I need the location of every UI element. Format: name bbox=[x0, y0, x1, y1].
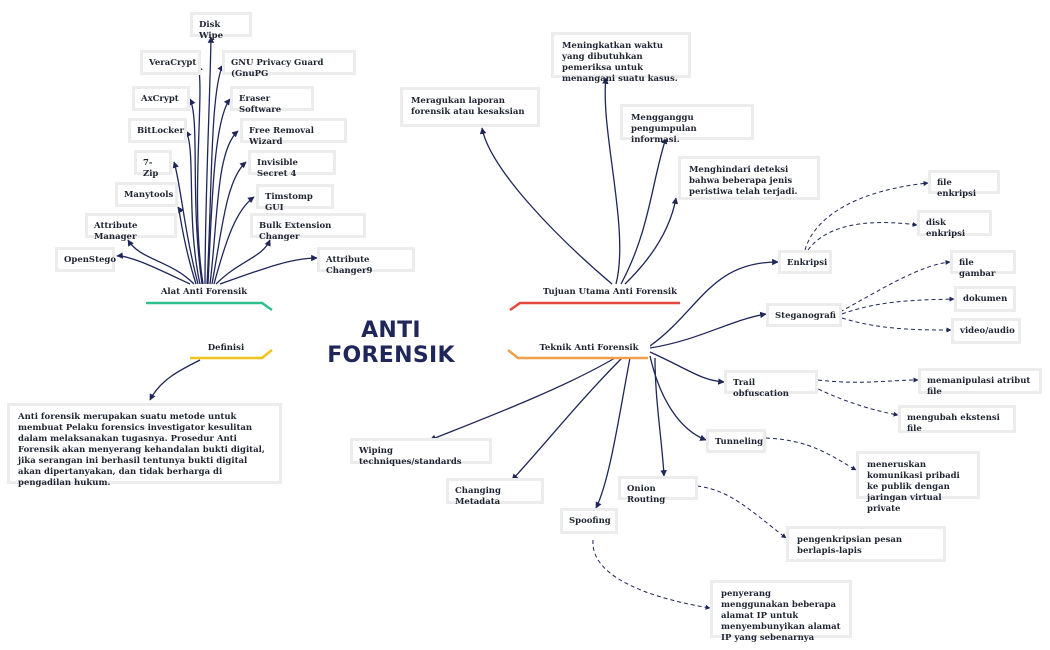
edge-tools-bulk-extension bbox=[215, 239, 271, 285]
goal-node: Meningkatkan waktu yang dibutuhkan pemer… bbox=[551, 32, 691, 84]
edge-onion-detail bbox=[696, 485, 787, 539]
tool-node: Eraser Software bbox=[230, 86, 314, 115]
branch-techniques-label: Teknik Anti Forensik bbox=[539, 343, 639, 353]
edge-tools-openstego bbox=[116, 252, 191, 285]
edge-goals-meragukan bbox=[479, 127, 613, 285]
edge-tools-manytools bbox=[177, 206, 197, 285]
edge-spoofing-detail bbox=[592, 539, 711, 610]
tool-node: 7-Zip bbox=[134, 150, 172, 179]
edge-tools-eraser bbox=[207, 98, 231, 285]
goal-node: Menghindari deteksi bahwa beberapa jenis… bbox=[678, 156, 820, 200]
detail-node: memanipulasi atribut file bbox=[918, 368, 1042, 397]
detail-node: video/audio bbox=[951, 318, 1021, 344]
technique-node-tunneling: Tunneling bbox=[706, 429, 766, 453]
technique-node-metadata: Changing Metadata bbox=[446, 478, 544, 507]
edge-tools-timstomp bbox=[213, 196, 255, 285]
techniques-underline bbox=[507, 349, 648, 360]
tool-node: OpenStego bbox=[55, 247, 116, 272]
edge-stego-gambar bbox=[839, 259, 951, 313]
edge-trail-ekstensi bbox=[811, 385, 899, 417]
edge-definisi-text bbox=[149, 359, 201, 401]
edge-teknik-steganografi bbox=[649, 311, 767, 349]
technique-node-onion: Onion Routing bbox=[618, 476, 698, 505]
tool-node: Timstomp GUI bbox=[256, 184, 334, 213]
goal-node: Meragukan laporan forensik atau kesaksia… bbox=[400, 87, 540, 127]
technique-node-enkripsi: Enkripsi bbox=[778, 250, 832, 274]
edge-teknik-spoofing bbox=[595, 357, 631, 509]
edge-tools-attribute-manager bbox=[127, 239, 195, 285]
detail-node: meneruskan komunikasi pribadi ke publik … bbox=[856, 451, 980, 514]
detail-node: pengenkripsian pesan berlapis-lapis bbox=[786, 526, 946, 562]
tool-node: VeraCrypt bbox=[140, 50, 201, 75]
detail-node: file gambar bbox=[950, 250, 1016, 279]
edge-tools-veracrypt bbox=[196, 64, 204, 285]
edge-teknik-trail bbox=[649, 351, 725, 385]
goal-node: Mengganggu pengumpulan informasi. bbox=[620, 104, 754, 145]
tool-node: Attribute Manager bbox=[85, 213, 177, 242]
tool-node: GNU Privacy Guard (GnuPG bbox=[222, 50, 356, 79]
edge-tools-attribute-changer bbox=[219, 254, 318, 285]
technique-node-spoofing: Spoofing bbox=[560, 508, 618, 534]
edge-goals-meningkatkan bbox=[602, 77, 621, 285]
edge-trail-atribut bbox=[817, 377, 919, 383]
edge-teknik-wiping bbox=[429, 357, 616, 441]
tool-node: Invisible Secret 4 bbox=[248, 150, 336, 179]
branch-tools-label: Alat Anti Forensik bbox=[160, 287, 248, 297]
edge-teknik-tunneling bbox=[649, 355, 707, 441]
tool-node: BitLocker bbox=[128, 118, 187, 143]
technique-node-wiping: Wiping techniques/standards bbox=[350, 438, 492, 467]
edge-stego-video bbox=[841, 317, 952, 333]
goals-underline bbox=[509, 301, 680, 312]
edge-teknik-metadata bbox=[511, 357, 623, 481]
tool-node: Attribute Changer9 bbox=[317, 247, 415, 276]
edge-tunneling-detail bbox=[765, 437, 857, 471]
detail-node: dokumen bbox=[954, 286, 1016, 312]
detail-node: penyerang menggunakan beberapa alamat IP… bbox=[710, 580, 852, 643]
definition-text: Anti forensik merupakan suatu metode unt… bbox=[7, 403, 282, 488]
edge-tools-free-removal bbox=[209, 130, 239, 285]
edge-goals-menghindari bbox=[624, 197, 679, 285]
definition-underline bbox=[190, 349, 273, 360]
branch-definition-label: Definisi bbox=[207, 343, 245, 353]
branch-goals-label: Tujuan Utama Anti Forensik bbox=[542, 287, 678, 297]
technique-node-steganografi: Steganografi bbox=[766, 303, 842, 327]
edge-tools-disk-wipe bbox=[204, 36, 215, 285]
edge-tools-bitlocker bbox=[185, 130, 201, 285]
central-topic: ANTI FORENSIK bbox=[327, 318, 455, 368]
tool-node: Free Removal Wizard bbox=[240, 118, 347, 147]
detail-node: mengubah ekstensi file bbox=[898, 405, 1016, 434]
edge-tools-7zip bbox=[172, 161, 199, 285]
detail-node: disk enkripsi bbox=[917, 210, 992, 239]
edge-tools-gnupg bbox=[206, 64, 224, 285]
technique-node-trail: Trail obfuscation bbox=[724, 370, 818, 399]
edge-enkripsi-disk bbox=[807, 221, 918, 251]
edge-teknik-onion bbox=[654, 357, 667, 477]
detail-node: file enkripsi bbox=[928, 170, 1000, 199]
tool-node: AxCrypt bbox=[132, 86, 190, 111]
tool-node: Bulk Extension Changer bbox=[250, 213, 366, 242]
tool-node: Disk Wipe bbox=[190, 12, 252, 41]
edge-tools-axcrypt bbox=[189, 98, 203, 285]
tools-underline bbox=[146, 301, 273, 312]
edge-teknik-enkripsi bbox=[649, 258, 779, 347]
edge-enkripsi-file bbox=[804, 180, 929, 251]
edge-stego-dokumen bbox=[841, 296, 955, 315]
edge-tools-invisible-secret bbox=[211, 161, 247, 285]
tool-node: Manytools bbox=[115, 182, 178, 207]
edge-goals-mengganggu bbox=[620, 137, 668, 285]
